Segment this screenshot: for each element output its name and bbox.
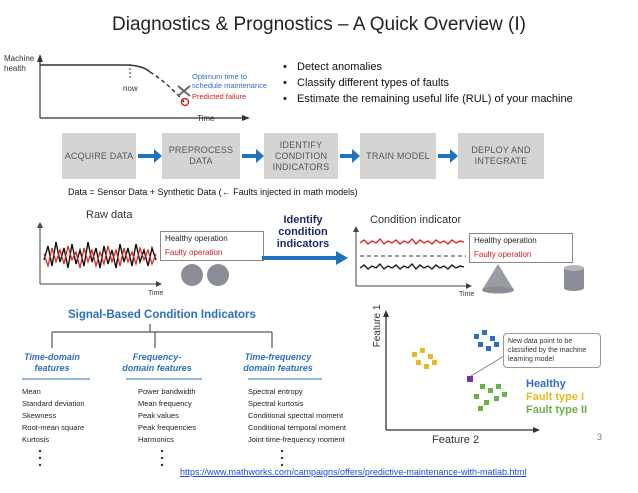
list-item: Spectral entropy — [248, 387, 303, 396]
step-label: ACQUIRE DATA — [64, 150, 134, 161]
healthy-legend: Healthy operation — [474, 236, 537, 245]
workflow: ACQUIRE DATA PREPROCESS DATA IDENTIFY CO… — [62, 133, 582, 179]
raw-data-legend: Healthy operation Faulty operation — [160, 231, 264, 261]
wrench-icon — [177, 85, 191, 97]
step-train-model: TRAIN MODEL — [360, 133, 436, 179]
faulty-legend: Faulty operation — [474, 250, 532, 259]
identify-label: Identify condition indicators — [276, 214, 330, 250]
time-domain-list: Mean Standard deviation Skewness Root-me… — [22, 386, 85, 446]
list-item: Harmonics — [138, 435, 174, 444]
new-data-point — [467, 376, 473, 382]
list-item: Peak frequencies — [138, 423, 196, 432]
slide-title: Diagnostics & Prognostics – A Quick Over… — [112, 14, 526, 35]
condition-xlabel: Time — [459, 291, 475, 298]
raw-data-xlabel: Time — [148, 290, 164, 297]
time-domain-heading: Time-domain features — [24, 352, 80, 373]
signal-based-title: Signal-Based Condition Indicators — [68, 309, 256, 321]
list-item: Mean frequency — [138, 399, 192, 408]
class-healthy: Healthy — [526, 378, 566, 390]
list-item: Root-mean square — [22, 423, 85, 432]
step-label: DEPLOY AND INTEGRATE — [471, 145, 531, 166]
list-item: Kurtosis — [22, 435, 50, 444]
class-fault-type-2: Fault type II — [526, 404, 588, 416]
class-fault-type-1: Fault type I — [526, 391, 585, 403]
faulty-legend: Faulty operation — [165, 248, 223, 257]
health-ylabel: Machine health — [4, 54, 35, 73]
time-frequency-list: Spectral entropy Spectral kurtosis Condi… — [248, 386, 346, 446]
step-deploy-integrate: DEPLOY AND INTEGRATE — [458, 133, 544, 179]
step-preprocess-data: PREPROCESS DATA — [162, 133, 240, 179]
optimum-label: Optimum time to schedule maintenance — [192, 72, 268, 90]
health-chart — [37, 54, 250, 121]
step-label: PREPROCESS DATA — [168, 145, 234, 166]
bullet-item: Estimate the remaining useful life (RUL)… — [283, 91, 573, 107]
feature-scatter — [383, 310, 540, 433]
list-item: Conditional spectral moment — [248, 411, 344, 420]
list-item: Power bandwidth — [138, 387, 196, 396]
list-item: Peak values — [138, 411, 179, 420]
bullet-item: Classify different types of faults — [283, 75, 573, 91]
now-label: now — [123, 84, 138, 93]
list-item: Standard deviation — [22, 399, 85, 408]
step-label: TRAIN MODEL — [366, 150, 430, 161]
fault-type-1-cluster — [412, 348, 437, 369]
raw-data-title: Raw data — [86, 209, 133, 221]
bullet-item: Detect anomalies — [283, 59, 573, 75]
predicted-failure-marker — [180, 97, 190, 107]
healthy-cluster — [474, 330, 499, 351]
class-legend: Healthy Fault type I Fault type II — [526, 378, 587, 417]
step-acquire-data: ACQUIRE DATA — [62, 133, 136, 179]
feature-tree — [51, 324, 273, 348]
list-item: Mean — [22, 387, 41, 396]
feature-underlines — [22, 378, 322, 380]
raw-data-chart — [37, 222, 162, 287]
frequency-domain-heading: Frequency-domain features — [122, 352, 192, 373]
bearing-icons — [181, 264, 229, 286]
health-xlabel: Time — [197, 114, 215, 123]
component-icons — [482, 264, 584, 294]
list-item: Joint time-frequency moment — [248, 435, 345, 444]
healthy-legend: Healthy operation — [165, 234, 228, 243]
list-item: Skewness — [22, 411, 57, 420]
condition-chart — [353, 226, 472, 289]
condition-legend: Healthy operation Faulty operation — [469, 233, 573, 263]
identify-arrow — [262, 251, 348, 265]
cylinder-icon — [564, 265, 584, 291]
workflow-arrows — [138, 149, 458, 163]
condition-title: Condition indicator — [370, 214, 462, 226]
data-note: Data = Sensor Data + Synthetic Data (← F… — [68, 187, 358, 197]
fault-type-2-cluster — [474, 384, 507, 411]
new-point-callout: New data point to be classified by the m… — [503, 333, 601, 368]
step-label: IDENTIFY CONDITION INDICATORS — [272, 139, 330, 172]
list-item: Spectral kurtosis — [248, 399, 304, 408]
step-identify-indicators: IDENTIFY CONDITION INDICATORS — [264, 133, 338, 179]
scatter-ylabel: Feature 1 — [372, 304, 383, 348]
source-link[interactable]: https://www.mathworks.com/campaigns/offe… — [180, 467, 527, 477]
cone-icon — [482, 264, 514, 290]
predicted-failure-label: Predicted failure — [192, 92, 247, 101]
objectives-list: Detect anomalies Classify different type… — [283, 59, 573, 107]
scatter-xlabel: Feature 2 — [432, 434, 480, 446]
list-item: Conditional temporal moment — [248, 423, 346, 432]
time-frequency-heading: Time-frequency domain features — [243, 352, 313, 373]
page-number: 3 — [597, 432, 603, 442]
continuation-dots — [38, 449, 284, 467]
frequency-domain-list: Power bandwidth Mean frequency Peak valu… — [138, 386, 196, 446]
